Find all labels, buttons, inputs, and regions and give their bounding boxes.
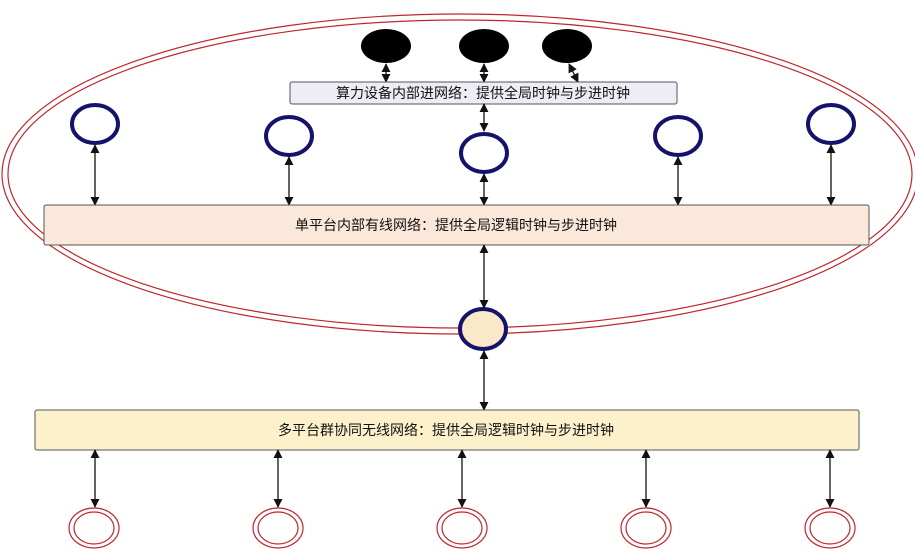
member-platform-node[interactable] bbox=[804, 507, 856, 549]
platform-node[interactable] bbox=[806, 103, 856, 145]
link-arrow bbox=[568, 63, 579, 83]
swarm-network-bar[interactable] bbox=[34, 409, 860, 451]
platform-node[interactable] bbox=[70, 103, 120, 145]
compute-device-node[interactable] bbox=[459, 29, 509, 63]
platform-node[interactable] bbox=[653, 115, 703, 157]
platform-network-bar[interactable] bbox=[43, 204, 870, 246]
compute-device-node[interactable] bbox=[542, 29, 592, 63]
compute-device-node[interactable] bbox=[361, 29, 411, 63]
platform-boundary-outer bbox=[1, 13, 915, 335]
platform-node[interactable] bbox=[459, 132, 509, 174]
swarm-network-label: 多平台群协同无线网络：提供全局逻辑时钟与步进时钟 bbox=[278, 422, 614, 439]
member-platform-node[interactable] bbox=[436, 507, 488, 549]
member-platform-node[interactable] bbox=[252, 507, 304, 549]
platform-node[interactable] bbox=[264, 115, 314, 157]
member-platform-node[interactable] bbox=[620, 507, 672, 549]
compute-network-label: 算力设备内部进网络：提供全局时钟与步进时钟 bbox=[336, 85, 630, 102]
platform-boundary-inner bbox=[7, 19, 913, 329]
member-platform-node[interactable] bbox=[68, 507, 120, 549]
gateway-node[interactable] bbox=[458, 307, 508, 351]
platform-network-label: 单平台内部有线网络：提供全局逻辑时钟与步进时钟 bbox=[295, 217, 617, 234]
